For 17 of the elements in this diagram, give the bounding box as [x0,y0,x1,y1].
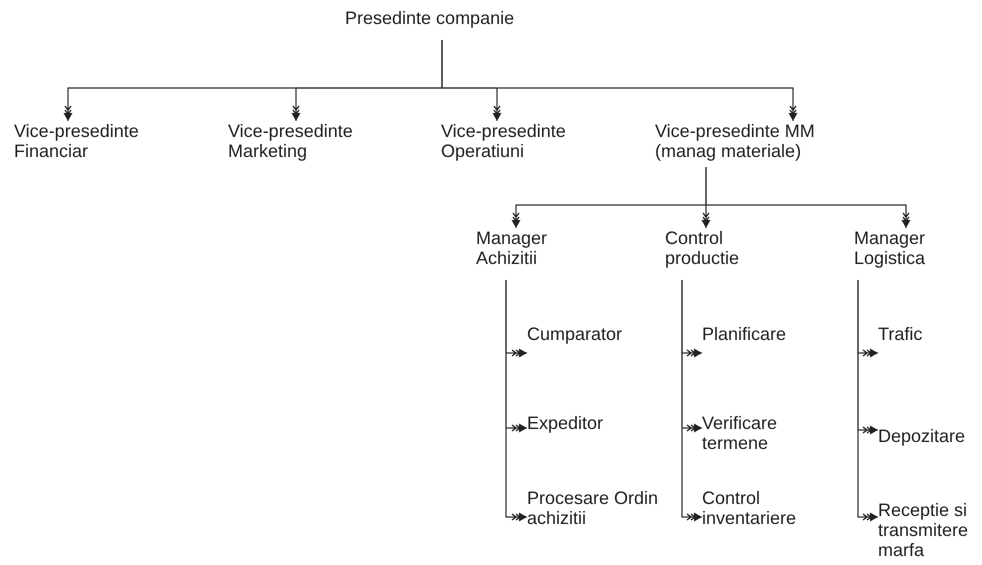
position-label: Presedinte companie [345,8,545,28]
position-label: Vice-presedinte MM (manag materiale) [655,121,875,161]
position-label: Cumparator [527,324,647,344]
position-label: Procesare Ordin achizitii [527,488,667,528]
position-label: Manager Achizitii [476,228,576,268]
position-label: Vice-presedinte Financiar [14,121,174,161]
position-label: Depozitare [878,426,978,446]
position-label: Planificare [702,324,822,344]
position-label: Control inventariere [702,488,822,528]
position-label: Verificare termene [702,413,802,453]
position-label: Trafic [878,324,978,344]
position-label: Vice-presedinte Marketing [228,121,388,161]
position-label: Manager Logistica [854,228,954,268]
position-label: Receptie si transmitere marfa [878,500,978,560]
position-label: Expeditor [527,413,647,433]
position-label: Vice-presedinte Operatiuni [441,121,601,161]
position-label: Control productie [665,228,765,268]
